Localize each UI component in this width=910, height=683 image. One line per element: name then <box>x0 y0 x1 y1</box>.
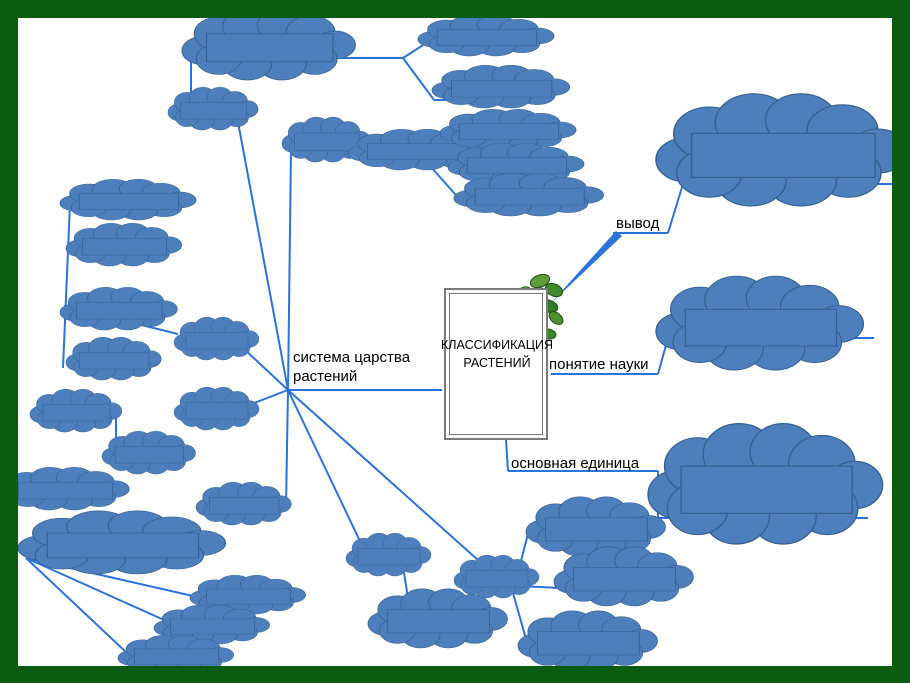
cloud-node <box>181 18 356 81</box>
cloud-node <box>29 388 123 433</box>
cloud-node <box>453 172 605 217</box>
kingdom-system-line1: система царства <box>293 349 411 366</box>
cloud-node <box>59 178 197 221</box>
branch-label-kingdom-system: система царства растений <box>293 348 410 386</box>
cloud-node <box>65 336 162 381</box>
cloud-node <box>647 422 884 545</box>
cloud-node <box>655 93 892 207</box>
cloud-node <box>453 554 540 599</box>
cloud-node <box>195 481 292 526</box>
cloud-node <box>18 466 130 511</box>
cloud-node <box>431 64 571 109</box>
conclusion-wedge <box>550 231 622 304</box>
kingdom-system-line2: растений <box>293 368 358 385</box>
branch-label-conclusion: вывод <box>616 215 660 232</box>
central-topic-line1: КЛАССИФИКАЦИЯ <box>441 338 553 352</box>
central-topic-line2: РАСТЕНИЙ <box>463 356 531 370</box>
central-topic-title: КЛАССИФИКАЦИЯ РАСТЕНИЙ <box>436 336 558 372</box>
cloud-node <box>101 430 196 475</box>
cloud-node <box>417 18 555 57</box>
branch-label-science-concept: понятие науки <box>549 356 649 373</box>
cloud-node <box>167 86 259 131</box>
cloud-node <box>517 610 658 666</box>
branch-label-basic-unit: основная единица <box>511 455 640 472</box>
cloud-node <box>18 510 227 575</box>
cloud-node <box>173 316 260 361</box>
cloud-node <box>173 386 260 431</box>
mind-map-canvas: КЛАССИФИКАЦИЯ РАСТЕНИЙ вывод понятие нау… <box>18 18 892 666</box>
cloud-node <box>525 496 666 557</box>
mind-map-diagram <box>18 18 892 666</box>
cloud-node <box>655 275 865 371</box>
cloud-node <box>59 286 178 331</box>
cloud-node <box>65 222 182 267</box>
cloud-node <box>345 532 432 577</box>
central-topic-box <box>444 288 548 440</box>
cloud-node <box>553 546 694 607</box>
